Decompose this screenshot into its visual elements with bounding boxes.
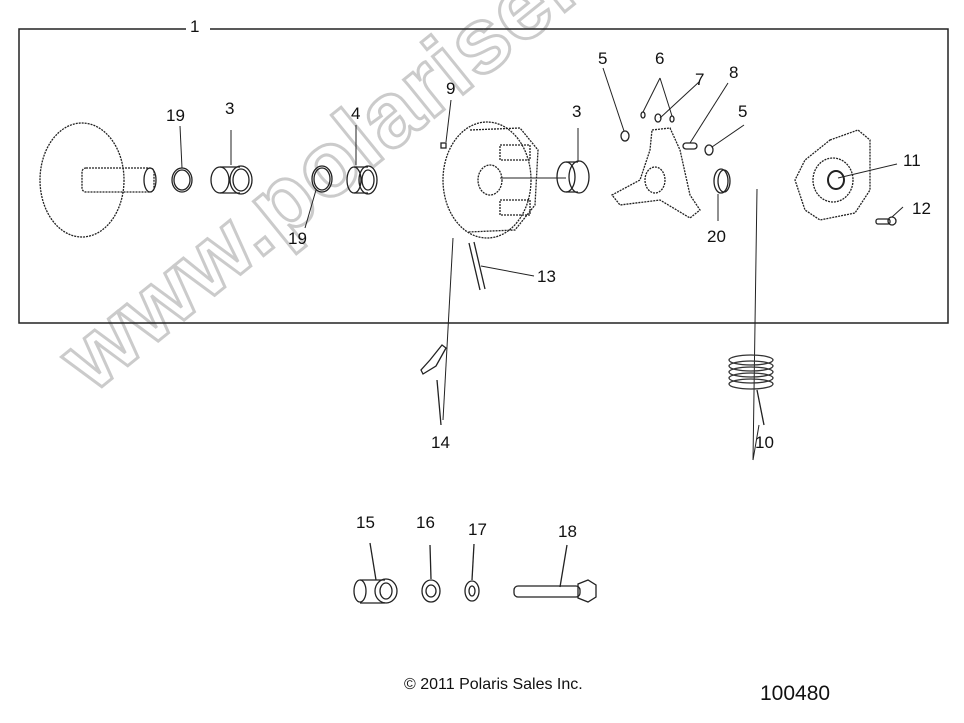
callout-6: 6 xyxy=(655,49,665,68)
callout-5-left: 5 xyxy=(598,49,608,68)
stationary-sheave-drawing xyxy=(39,122,157,238)
callout-10: 10 xyxy=(755,433,774,452)
callout-15: 15 xyxy=(356,513,375,532)
cover-plate-drawing xyxy=(794,129,871,221)
washer-6-a xyxy=(640,111,646,119)
callout-5-right: 5 xyxy=(738,102,748,121)
callout-4: 4 xyxy=(351,104,361,123)
callout-17: 17 xyxy=(468,520,487,539)
bolt-12 xyxy=(875,216,897,226)
washer-7 xyxy=(654,113,662,123)
callout-9: 9 xyxy=(446,79,456,98)
copyright-text: © 2011 Polaris Sales Inc. xyxy=(404,676,583,693)
bushing-3 xyxy=(556,160,590,194)
spacer-15 xyxy=(353,578,398,604)
ring-19-left xyxy=(171,167,193,193)
callout-2: 3 xyxy=(225,99,235,118)
movable-sheave-drawing xyxy=(442,121,539,239)
ring-20 xyxy=(713,168,729,194)
bolt-18 xyxy=(513,579,597,603)
callout-16: 16 xyxy=(416,513,435,532)
bushing-2 xyxy=(210,165,253,195)
callout-19-left: 19 xyxy=(166,106,185,125)
pin-8 xyxy=(682,142,698,150)
callout-11: 11 xyxy=(903,151,921,170)
assembly-frame xyxy=(18,28,949,324)
callout-20: 20 xyxy=(707,227,726,246)
spider-drawing xyxy=(611,127,701,219)
callout-13: 13 xyxy=(537,267,556,286)
callout-3: 3 xyxy=(572,102,582,121)
callout-7: 7 xyxy=(695,70,705,89)
callout-12: 12 xyxy=(912,199,931,218)
pin-13 xyxy=(468,241,486,291)
callout-18: 18 xyxy=(558,522,577,541)
washer-6-b xyxy=(669,115,675,123)
callout-14: 14 xyxy=(431,433,450,452)
callout-19-mid: 19 xyxy=(288,229,307,248)
callout-8: 8 xyxy=(729,63,739,82)
figure-number: 100480 xyxy=(760,682,831,705)
button-5-right xyxy=(704,144,714,156)
weight-14 xyxy=(420,344,447,375)
bushing-4 xyxy=(346,165,378,195)
screw-9 xyxy=(440,142,447,149)
callout-1: 1 xyxy=(190,17,200,36)
button-5-left xyxy=(620,130,630,142)
washer-17 xyxy=(464,580,480,602)
spring-10 xyxy=(728,354,774,390)
washer-16 xyxy=(421,579,441,603)
ring-19-mid xyxy=(311,165,333,193)
